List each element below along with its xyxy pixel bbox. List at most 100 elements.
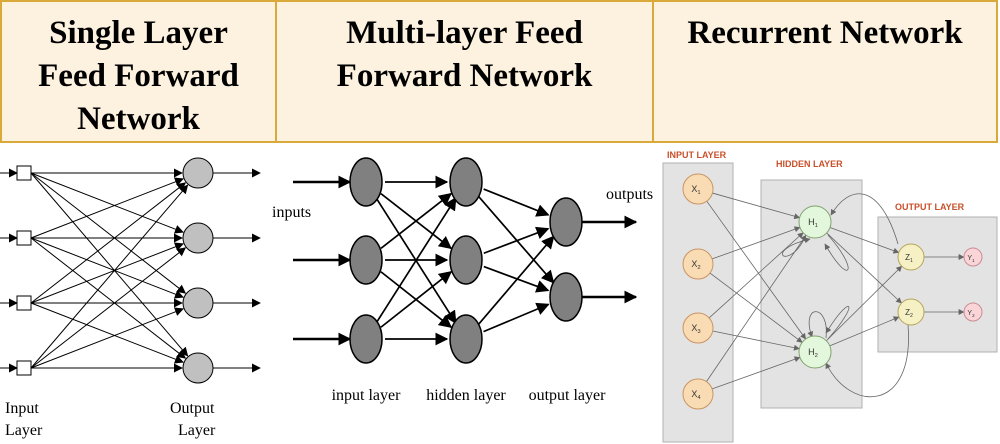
recurrent-loop xyxy=(825,324,909,397)
recurrent-network: INPUT LAYER HIDDEN LAYER OUTPUT LAYER X1… xyxy=(662,150,998,443)
output-z-node xyxy=(897,298,925,326)
connection-line xyxy=(30,307,184,369)
header-line: Network xyxy=(77,101,200,137)
connection-line xyxy=(483,226,550,255)
hidden-layer-title: HIDDEN LAYER xyxy=(776,159,843,169)
connection-line xyxy=(30,172,184,234)
input-node-label: X4 xyxy=(691,389,701,401)
header-recurrent: Recurrent Network xyxy=(652,0,998,143)
connection-line xyxy=(706,234,807,382)
output-node xyxy=(182,222,214,254)
header-line: Feed Forward xyxy=(38,58,239,94)
output-layer-box xyxy=(877,216,998,353)
output-layer-caption: output layer xyxy=(529,387,607,404)
hidden-layer-box xyxy=(760,179,863,409)
connection-line xyxy=(712,330,800,351)
input-node xyxy=(16,165,32,181)
output-y-node-label: Y1 xyxy=(967,255,975,263)
connection-line xyxy=(30,172,187,294)
connection-line xyxy=(829,316,900,347)
multi-layer-nodes xyxy=(349,157,583,364)
input-node-label: X1 xyxy=(691,184,700,196)
output-y-node-label: Y2 xyxy=(967,310,975,318)
connection-line xyxy=(30,302,184,364)
recurrent-loop xyxy=(807,311,827,339)
input-layer-label: Input xyxy=(5,400,39,417)
hidden-node xyxy=(798,335,832,369)
output-z-node-label: Z1 xyxy=(905,253,913,264)
connection-line xyxy=(711,356,801,390)
output-layer-title: OUTPUT LAYER xyxy=(895,202,965,212)
input-node-subscript: 4 xyxy=(697,395,701,401)
connection-line xyxy=(30,237,187,359)
header-line: Single Layer xyxy=(49,15,228,51)
connection-line xyxy=(826,232,902,304)
connection-line xyxy=(708,232,804,319)
neuron-node xyxy=(549,272,583,322)
single-layer-connections xyxy=(0,168,261,373)
hidden-node-label: H2 xyxy=(808,347,818,359)
hidden-node-label: H1 xyxy=(808,217,818,229)
input-node-label: X2 xyxy=(691,259,700,271)
neuron-node xyxy=(449,157,483,207)
input-node xyxy=(682,173,714,205)
output-z-node-subscript: 1 xyxy=(910,258,913,264)
single-layer-nodes xyxy=(16,157,214,384)
single-layer-network: Input Layer Output Layer xyxy=(0,157,261,439)
output-layer-label: Output xyxy=(170,400,215,417)
header-multi-layer: Multi-layer Feed Forward Network xyxy=(275,0,654,143)
neuron-node xyxy=(349,314,383,364)
input-node xyxy=(16,295,32,311)
connection-line xyxy=(706,200,807,340)
input-node xyxy=(682,378,714,410)
connection-line xyxy=(712,192,801,220)
output-layer-label: Layer xyxy=(178,422,216,439)
connection-line xyxy=(477,235,555,326)
connection-line xyxy=(483,302,550,333)
input-node-subscript: 1 xyxy=(697,190,700,196)
connection-line xyxy=(30,172,189,357)
input-node xyxy=(682,248,714,280)
input-node xyxy=(16,230,32,246)
connection-line xyxy=(30,177,184,239)
output-z-node-subscript: 2 xyxy=(910,313,913,319)
input-layer-caption: input layer xyxy=(332,387,402,404)
connection-line xyxy=(380,192,453,249)
connection-line xyxy=(483,188,550,217)
networks-diagram: Input Layer Output Layer inputs outputs … xyxy=(0,150,998,443)
output-z-node xyxy=(897,243,925,271)
input-node-subscript: 2 xyxy=(697,265,700,271)
connection-line xyxy=(380,270,453,328)
hidden-layer-caption: hidden layer xyxy=(426,387,506,404)
input-layer-label: Layer xyxy=(5,422,43,439)
hidden-node-subscript: 2 xyxy=(815,353,818,359)
connection-line xyxy=(826,265,903,342)
connection-line xyxy=(483,265,550,293)
input-node xyxy=(16,360,32,376)
multi-layer-connections xyxy=(293,175,638,346)
recurrent-connections xyxy=(706,192,965,397)
neuron-node xyxy=(549,197,583,247)
neuron-node xyxy=(449,235,483,285)
outputs-label: outputs xyxy=(606,186,653,203)
input-node-subscript: 3 xyxy=(697,329,700,335)
output-y-node xyxy=(963,247,983,267)
input-layer-title: INPUT LAYER xyxy=(667,150,727,160)
header-single-layer: Single Layer Feed Forward Network xyxy=(0,0,277,143)
multi-layer-network: inputs outputs input layer hidden layer … xyxy=(272,157,653,404)
neuron-node xyxy=(349,157,383,207)
hidden-node xyxy=(798,205,832,239)
inputs-label: inputs xyxy=(272,204,311,221)
connection-line xyxy=(30,242,184,304)
output-y-node xyxy=(963,302,983,322)
connection-line xyxy=(30,237,184,299)
recurrent-loop xyxy=(781,234,811,257)
input-node xyxy=(682,312,714,344)
connection-line xyxy=(375,196,457,324)
header-line: Recurrent Network xyxy=(687,15,963,51)
output-y-node-subscript: 1 xyxy=(972,258,975,263)
header-row: Single Layer Feed Forward Network Multi-… xyxy=(0,0,1000,143)
recurrent-loop xyxy=(830,193,899,245)
connection-line xyxy=(711,226,801,260)
